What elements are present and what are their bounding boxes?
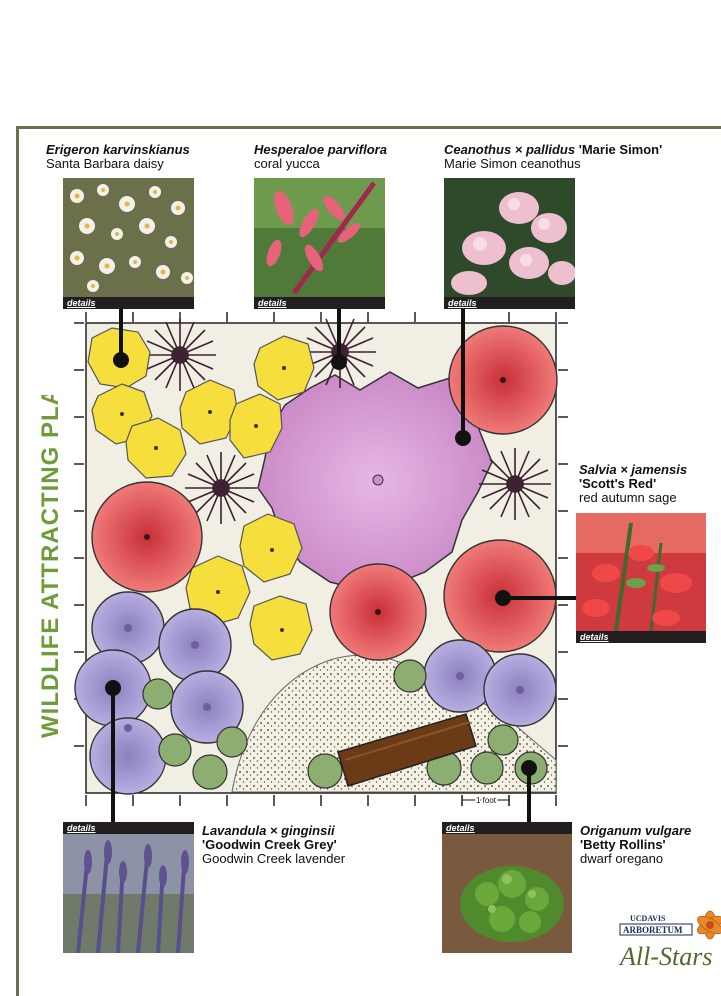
salvia-common-name: red autumn sage (579, 491, 687, 505)
origanum-cultivar: 'Betty Rollins' (580, 838, 691, 852)
erigeron-details-link[interactable]: details (63, 297, 194, 309)
hesperaloe-label: Hesperaloe parviflora coral yucca (254, 143, 387, 171)
arboretum-all-stars-logo: UCDAVIS ARBORETUM All-Stars (618, 905, 721, 979)
salvia-cultivar: 'Scott's Red' (579, 477, 687, 491)
origanum-label: Origanum vulgare 'Betty Rollins' dwarf o… (580, 824, 691, 866)
salvia-details-link[interactable]: details (576, 631, 706, 643)
logo-ucdavis: UCDAVIS (630, 914, 666, 923)
hesperaloe-scientific-name: Hesperaloe parviflora (254, 143, 387, 157)
lavandula-common-name: Goodwin Creek lavender (202, 852, 345, 866)
origanum-common-name: dwarf oregano (580, 852, 691, 866)
plan-title: WILDLIFE ATTRACTING PLAN (28, 395, 68, 740)
salvia-photo (576, 513, 706, 631)
plan-title-text: WILDLIFE ATTRACTING PLAN (37, 395, 64, 738)
hesperaloe-photo (254, 178, 385, 297)
origanum-details-link[interactable]: details (442, 822, 572, 834)
lavandula-photo (63, 834, 194, 953)
salvia-label: Salvia × jamensis 'Scott's Red' red autu… (579, 463, 687, 505)
lavandula-details-link[interactable]: details (63, 822, 194, 834)
logo-arboretum: ARBORETUM (623, 925, 683, 935)
ceanothus-scientific-name: Ceanothus × pallidus (444, 142, 575, 157)
lavandula-label: Lavandula × ginginsii 'Goodwin Creek Gre… (202, 824, 345, 866)
origanum-photo (442, 834, 572, 953)
hesperaloe-details-link[interactable]: details (254, 297, 385, 309)
erigeron-photo (63, 178, 194, 297)
ceanothus-label: Ceanothus × pallidus 'Marie Simon' Marie… (444, 143, 662, 171)
ceanothus-details-link[interactable]: details (444, 297, 575, 309)
ceanothus-cultivar: 'Marie Simon' (579, 142, 662, 157)
erigeron-common-name: Santa Barbara daisy (46, 157, 190, 171)
erigeron-scientific-name: Erigeron karvinskianus (46, 143, 190, 157)
erigeron-label: Erigeron karvinskianus Santa Barbara dai… (46, 143, 190, 171)
lavandula-cultivar: 'Goodwin Creek Grey' (202, 838, 345, 852)
salvia-scientific-name: Salvia × jamensis (579, 463, 687, 477)
logo-all-stars: All-Stars (618, 942, 712, 971)
ceanothus-common-name: Marie Simon ceanothus (444, 157, 662, 171)
lavandula-scientific-name: Lavandula × ginginsii (202, 824, 345, 838)
ceanothus-photo (444, 178, 575, 297)
hesperaloe-common-name: coral yucca (254, 157, 387, 171)
origanum-scientific-name: Origanum vulgare (580, 824, 691, 838)
